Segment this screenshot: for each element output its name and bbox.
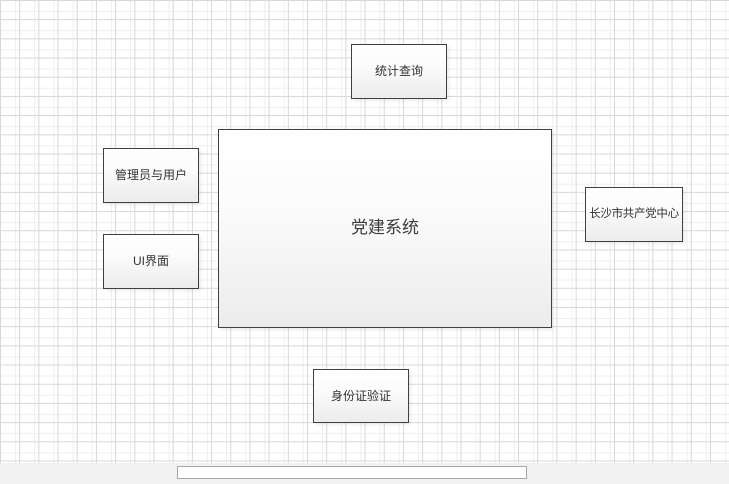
node-ui-interface[interactable]: UI界面 <box>103 234 199 289</box>
node-stats-query[interactable]: 统计查询 <box>351 44 447 99</box>
node-label: 身份证验证 <box>330 388 391 403</box>
node-label: 统计查询 <box>374 64 423 79</box>
node-id-verification[interactable]: 身份证验证 <box>313 369 409 423</box>
node-admin-users[interactable]: 管理员与用户 <box>103 148 199 203</box>
node-label: UI界面 <box>132 254 169 269</box>
node-label: 管理员与用户 <box>114 168 187 183</box>
node-changsha-party-center[interactable]: 长沙市共产党中心 <box>585 187 683 242</box>
horizontal-scrollbar-track[interactable] <box>0 463 729 484</box>
diagram-canvas[interactable]: 党建系统 统计查询 管理员与用户 UI界面 长沙市共产党中心 身份证验证 <box>0 0 729 463</box>
node-label: 党建系统 <box>351 218 419 238</box>
node-label: 长沙市共产党中心 <box>589 207 679 220</box>
node-party-building-system[interactable]: 党建系统 <box>218 129 552 328</box>
horizontal-scrollbar-thumb[interactable] <box>177 466 527 479</box>
